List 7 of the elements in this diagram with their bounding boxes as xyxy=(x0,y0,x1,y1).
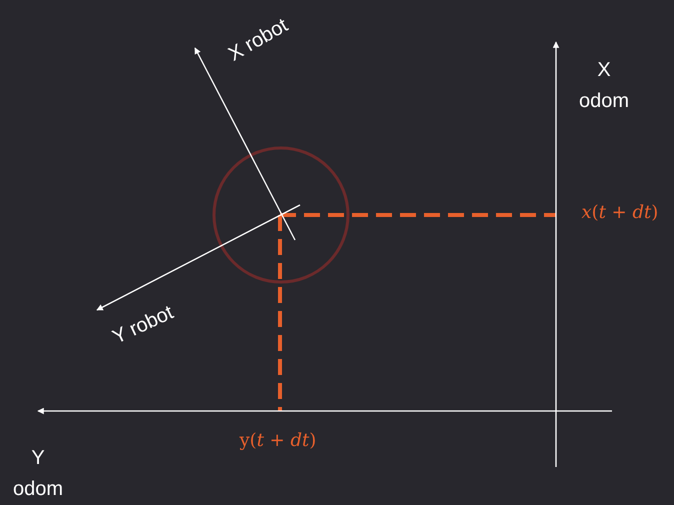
axis-label: Y robot xyxy=(108,300,178,351)
axis-label: X odom xyxy=(579,58,629,114)
math-label: x(t + dt) xyxy=(582,200,658,224)
axis-label: X robot xyxy=(224,13,293,68)
math-label: y(t + dt) xyxy=(240,428,316,452)
axis-label: Y odom xyxy=(13,446,63,502)
robot-circle xyxy=(212,146,350,284)
